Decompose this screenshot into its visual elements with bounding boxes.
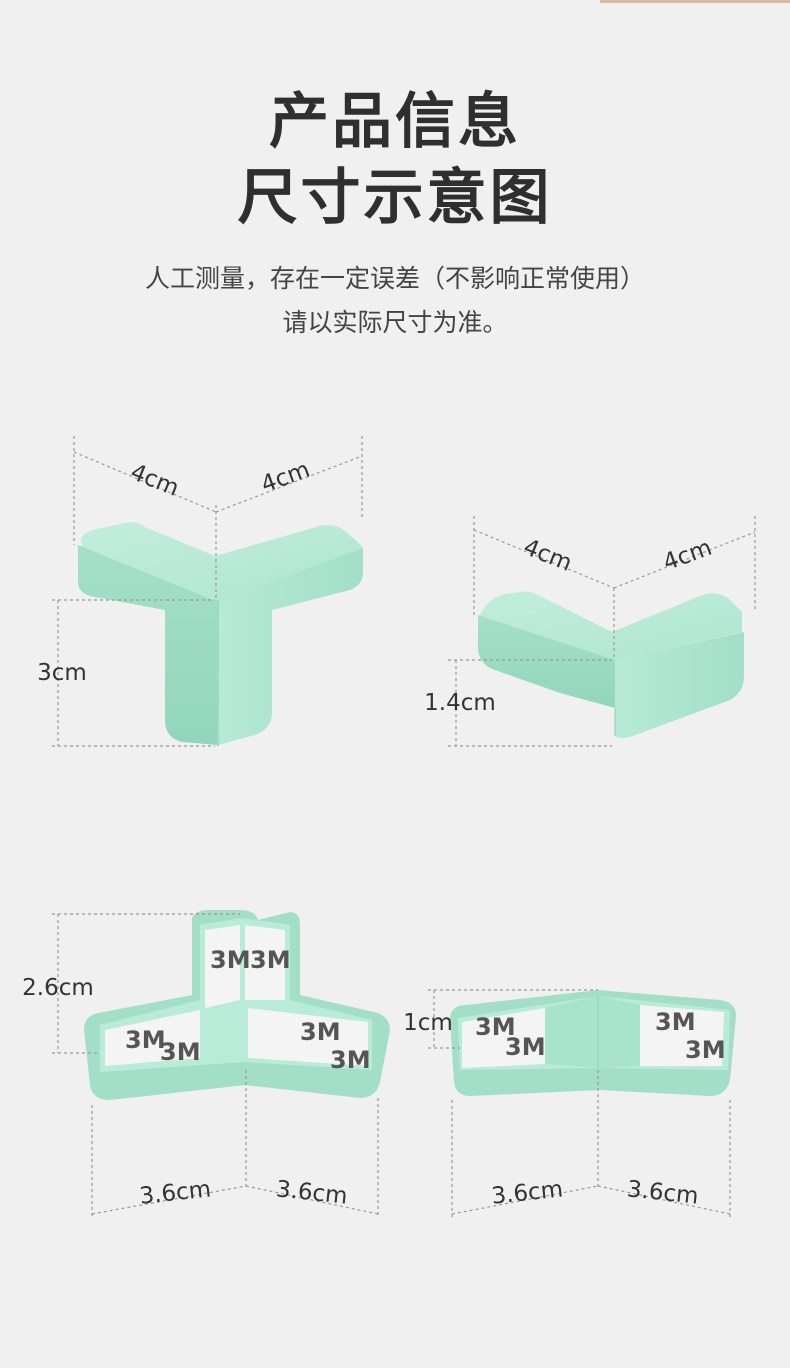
tshape-top-height-label: 3cm [37, 660, 87, 686]
tshape-back-dimension-lines [52, 913, 379, 1218]
page-title-line1: 产品信息 [269, 87, 521, 157]
top-accent-bar [600, 0, 790, 3]
lshape-top-height-label: 1.4cm [424, 690, 496, 716]
tape-3m-mark: 3M [300, 1018, 341, 1046]
lshape-top-product [478, 591, 744, 739]
tape-3m-mark: 3M [160, 1038, 201, 1066]
tshape-top-product [78, 522, 363, 746]
tshape-back-depth-left-label: 3.6cm [138, 1176, 212, 1209]
lshape-back-depth-left-label: 3.6cm [490, 1176, 564, 1209]
tshape-back-depth-right-label: 3.6cm [275, 1176, 349, 1209]
tshape-back-product: 3M 3M 3M 3M 3M 3M [84, 910, 390, 1100]
measurement-note-line2: 请以实际尺寸为准。 [282, 308, 508, 337]
tshape-top-width-left-label: 4cm [127, 459, 183, 502]
tape-3m-mark: 3M [685, 1036, 726, 1064]
lshape-top-width-left-label: 4cm [520, 534, 576, 577]
tape-3m-mark: 3M [250, 946, 291, 974]
tape-3m-mark: 3M [475, 1013, 516, 1041]
tape-3m-mark: 3M [330, 1046, 371, 1074]
tape-3m-mark: 3M [210, 946, 251, 974]
page-title-line2: 尺寸示意图 [237, 163, 553, 233]
lshape-back-height-label: 1cm [403, 1010, 453, 1036]
tape-3m-mark: 3M [125, 1026, 166, 1054]
tshape-back-height-label: 2.6cm [22, 975, 94, 1001]
tape-3m-mark: 3M [655, 1008, 696, 1036]
tshape-top-dimension-lines [52, 436, 363, 747]
tape-3m-mark: 3M [505, 1033, 546, 1061]
lshape-back-product: 3M 3M 3M 3M [450, 990, 736, 1096]
tshape-top-width-right-label: 4cm [258, 457, 314, 498]
lshape-back-dimension-lines [428, 989, 731, 1218]
measurement-note-line1: 人工测量，存在一定误差（不影响正常使用） [144, 264, 645, 293]
lshape-top-width-right-label: 4cm [660, 535, 716, 576]
lshape-back-depth-right-label: 3.6cm [626, 1176, 700, 1209]
lshape-top-dimension-lines [448, 516, 756, 747]
